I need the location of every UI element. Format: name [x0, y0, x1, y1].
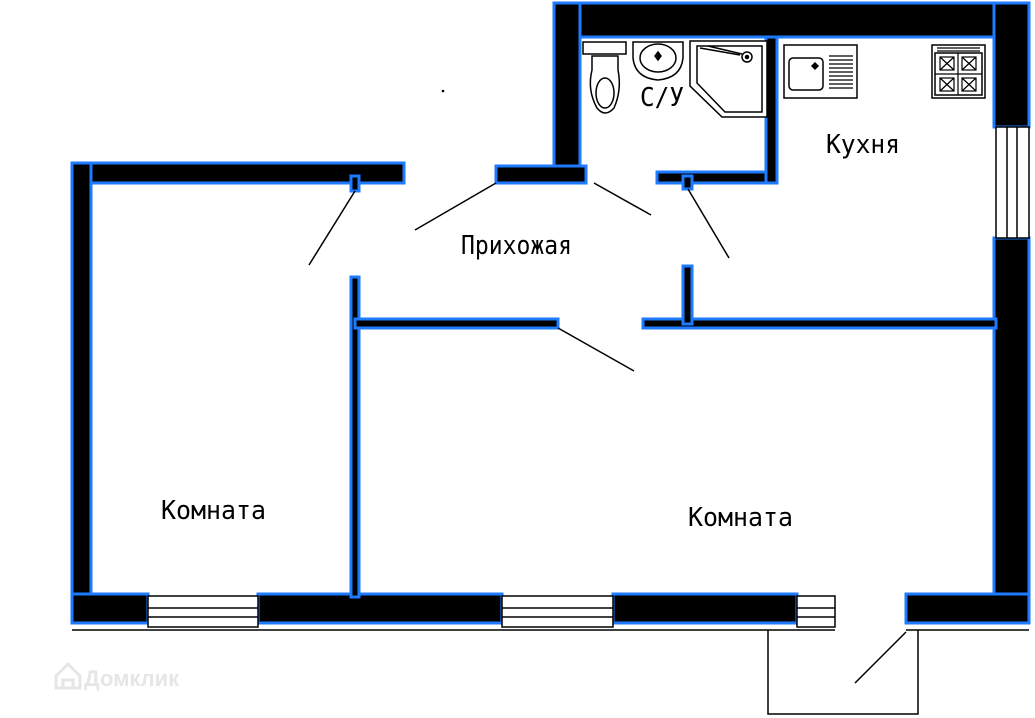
- wall-bathroom-left: [552, 1, 582, 185]
- window-right: [995, 126, 1030, 239]
- watermark-text: Домклик: [84, 666, 180, 691]
- bathroom-fixtures: [582, 40, 768, 118]
- balcony: [767, 630, 919, 715]
- toilet-bowl-icon: [589, 55, 621, 114]
- bathroom-label: С/У: [640, 83, 684, 113]
- wall-tick-1: [349, 174, 361, 193]
- wall-bottom-2: [256, 592, 504, 625]
- wall-tick-2: [681, 174, 694, 191]
- wall-bottom-3: [611, 592, 799, 625]
- kitchen-label: Кухня: [826, 130, 900, 160]
- wall-top-right: [552, 1, 1031, 39]
- dot-mark: [441, 89, 445, 93]
- door-kitchen: [687, 188, 730, 259]
- hallway-label: Прихожая: [461, 231, 572, 261]
- toilet-cistern-icon: [582, 41, 627, 55]
- kitchen-fixtures: [783, 44, 986, 99]
- door-big-room: [557, 327, 635, 372]
- door-bathroom: [593, 182, 652, 216]
- wall-right-lower: [992, 236, 1031, 624]
- door-hall-left: [414, 182, 497, 231]
- walls: [70, 1, 1031, 625]
- window-bottom-1: [147, 595, 259, 628]
- wall-left-outer: [70, 161, 93, 625]
- wall-partition-vertical: [349, 275, 361, 599]
- house-icon: [54, 661, 82, 690]
- wall-bath-bottom: [655, 170, 779, 185]
- wall-partition-kitchen: [641, 317, 998, 330]
- wall-hall-top-left: [494, 164, 588, 185]
- wall-right-upper: [992, 1, 1031, 129]
- watermark: Домклик: [54, 661, 180, 691]
- window-bottom-2: [501, 595, 614, 628]
- room-right-label: Комната: [688, 503, 793, 533]
- windows: [147, 126, 1030, 628]
- window-bottom-3: [796, 595, 836, 628]
- door-left-room: [308, 190, 356, 266]
- wall-kitchen-stub: [681, 264, 694, 326]
- room-left-label: Комната: [161, 496, 266, 526]
- wall-bottom-1: [70, 592, 150, 625]
- wall-bottom-4: [904, 592, 1031, 625]
- wall-partition-hall: [353, 317, 560, 330]
- door-swings: [308, 182, 730, 372]
